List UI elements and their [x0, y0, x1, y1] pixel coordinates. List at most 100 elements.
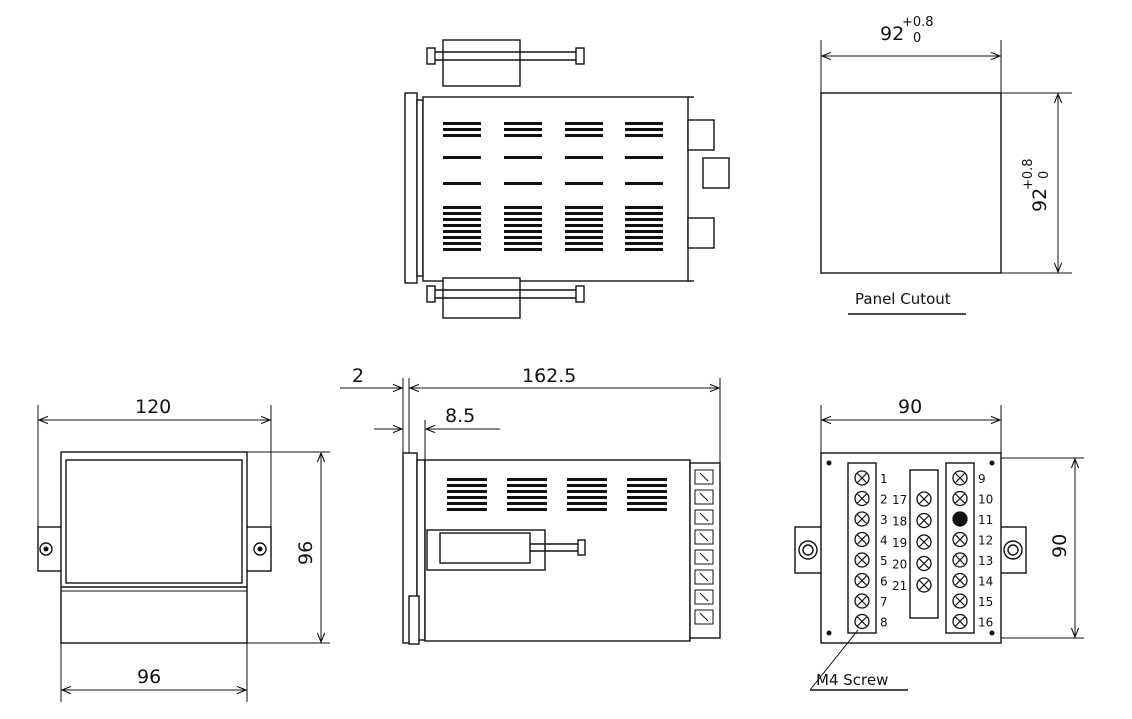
vent-slot [565, 156, 603, 159]
vent-slot [504, 218, 542, 221]
terminal-side [694, 489, 714, 505]
panel-cutout-square [820, 92, 1002, 274]
terminal-number-right: 12 [978, 534, 993, 548]
vent-slot [443, 224, 481, 227]
vent-slot [625, 206, 663, 209]
vent-slot [565, 206, 603, 209]
vent-slot [627, 484, 667, 487]
terminal-number-right: 13 [978, 554, 993, 568]
cutout-height-tol-lower: 0 [1037, 171, 1052, 179]
cutout-width-nominal: 92 [880, 23, 904, 45]
vent-slot [627, 478, 667, 481]
rear-width-90: 90 [898, 396, 922, 418]
vent-slot [504, 134, 542, 137]
terminal-number-right: 11 [978, 513, 993, 527]
cutout-height-nominal: 92 [1029, 188, 1051, 212]
vent-slot [565, 224, 603, 227]
terminal-side [694, 469, 714, 485]
vent-slot [443, 212, 481, 215]
terminal-number-mid: 21 [892, 579, 907, 593]
vent-slot [565, 128, 603, 131]
front-height-96: 96 [295, 541, 317, 565]
vent-slot [565, 230, 603, 233]
vent-slot [443, 242, 481, 245]
vent-slot [507, 484, 547, 487]
terminal-number-mid: 19 [892, 536, 907, 550]
vent-slot [504, 212, 542, 215]
vent-slot [507, 490, 547, 493]
front-view: 120 96 96 [37, 396, 330, 702]
vent-slot [627, 502, 667, 505]
terminal-number-left: 1 [880, 472, 888, 486]
vent-slot [447, 496, 487, 499]
cutout-width-tol-lower: 0 [913, 31, 921, 46]
terminal-number-right: 14 [978, 575, 993, 589]
terminal-number-right: 16 [978, 616, 993, 630]
vent-slot [567, 502, 607, 505]
terminal-side [694, 529, 714, 545]
vent-slot [504, 248, 542, 251]
vent-slot [567, 484, 607, 487]
rear-height-90: 90 [1049, 534, 1071, 558]
vent-slot [625, 156, 663, 159]
terminal-number-left: 8 [880, 616, 888, 630]
vent-slot [504, 230, 542, 233]
panel-cutout-label: Panel Cutout [855, 290, 951, 308]
vent-slot [504, 128, 542, 131]
vent-slot [625, 248, 663, 251]
terminal-number-right: 10 [978, 493, 993, 507]
side-view: 2 162.5 8.5 [340, 365, 721, 645]
vent-slot [504, 236, 542, 239]
vent-slot [504, 182, 542, 185]
vent-slot [447, 484, 487, 487]
panel-cutout-view: 92 +0.8 0 92 +0.8 0 Panel Cutout [820, 15, 1072, 315]
top-view [404, 39, 730, 319]
vent-slot [625, 230, 663, 233]
front-width-96: 96 [137, 666, 161, 688]
terminal-side [694, 589, 714, 605]
terminal-number-left: 5 [880, 554, 888, 568]
vent-slot [443, 206, 481, 209]
terminal-side [694, 549, 714, 565]
terminal-screw [952, 511, 968, 527]
m4-screw-label: M4 Screw [816, 671, 888, 689]
vent-slot [625, 224, 663, 227]
vent-slot [565, 248, 603, 251]
vent-slot [565, 212, 603, 215]
vent-slot [627, 490, 667, 493]
side-dim-2: 2 [352, 365, 364, 387]
vent-slot [625, 236, 663, 239]
vent-slot [443, 156, 481, 159]
vent-slot [443, 122, 481, 125]
vent-slot [443, 230, 481, 233]
vent-slot [565, 122, 603, 125]
terminal-number-right: 15 [978, 595, 993, 609]
vent-slot [504, 156, 542, 159]
front-width-120: 120 [135, 396, 171, 418]
vent-slot [447, 490, 487, 493]
vent-slot [565, 242, 603, 245]
vent-slot [443, 248, 481, 251]
vent-slot [443, 134, 481, 137]
terminal-number-mid: 17 [892, 493, 907, 507]
vent-slot [447, 478, 487, 481]
vent-slot [625, 242, 663, 245]
terminal-number-left: 4 [880, 534, 888, 548]
vent-slot [504, 122, 542, 125]
cutout-height-tol-upper: +0.8 [1021, 158, 1036, 190]
vent-slot [565, 182, 603, 185]
terminal-number-left: 6 [880, 575, 888, 589]
vent-slot [507, 496, 547, 499]
terminal-number-right: 9 [978, 472, 986, 486]
vent-slot [565, 134, 603, 137]
vent-slot [625, 122, 663, 125]
terminal-side [694, 569, 714, 585]
vent-slot [443, 236, 481, 239]
vent-slot [447, 508, 487, 511]
vent-slot [625, 182, 663, 185]
terminal-number-left: 7 [880, 595, 888, 609]
side-dim-162-5: 162.5 [522, 365, 576, 387]
